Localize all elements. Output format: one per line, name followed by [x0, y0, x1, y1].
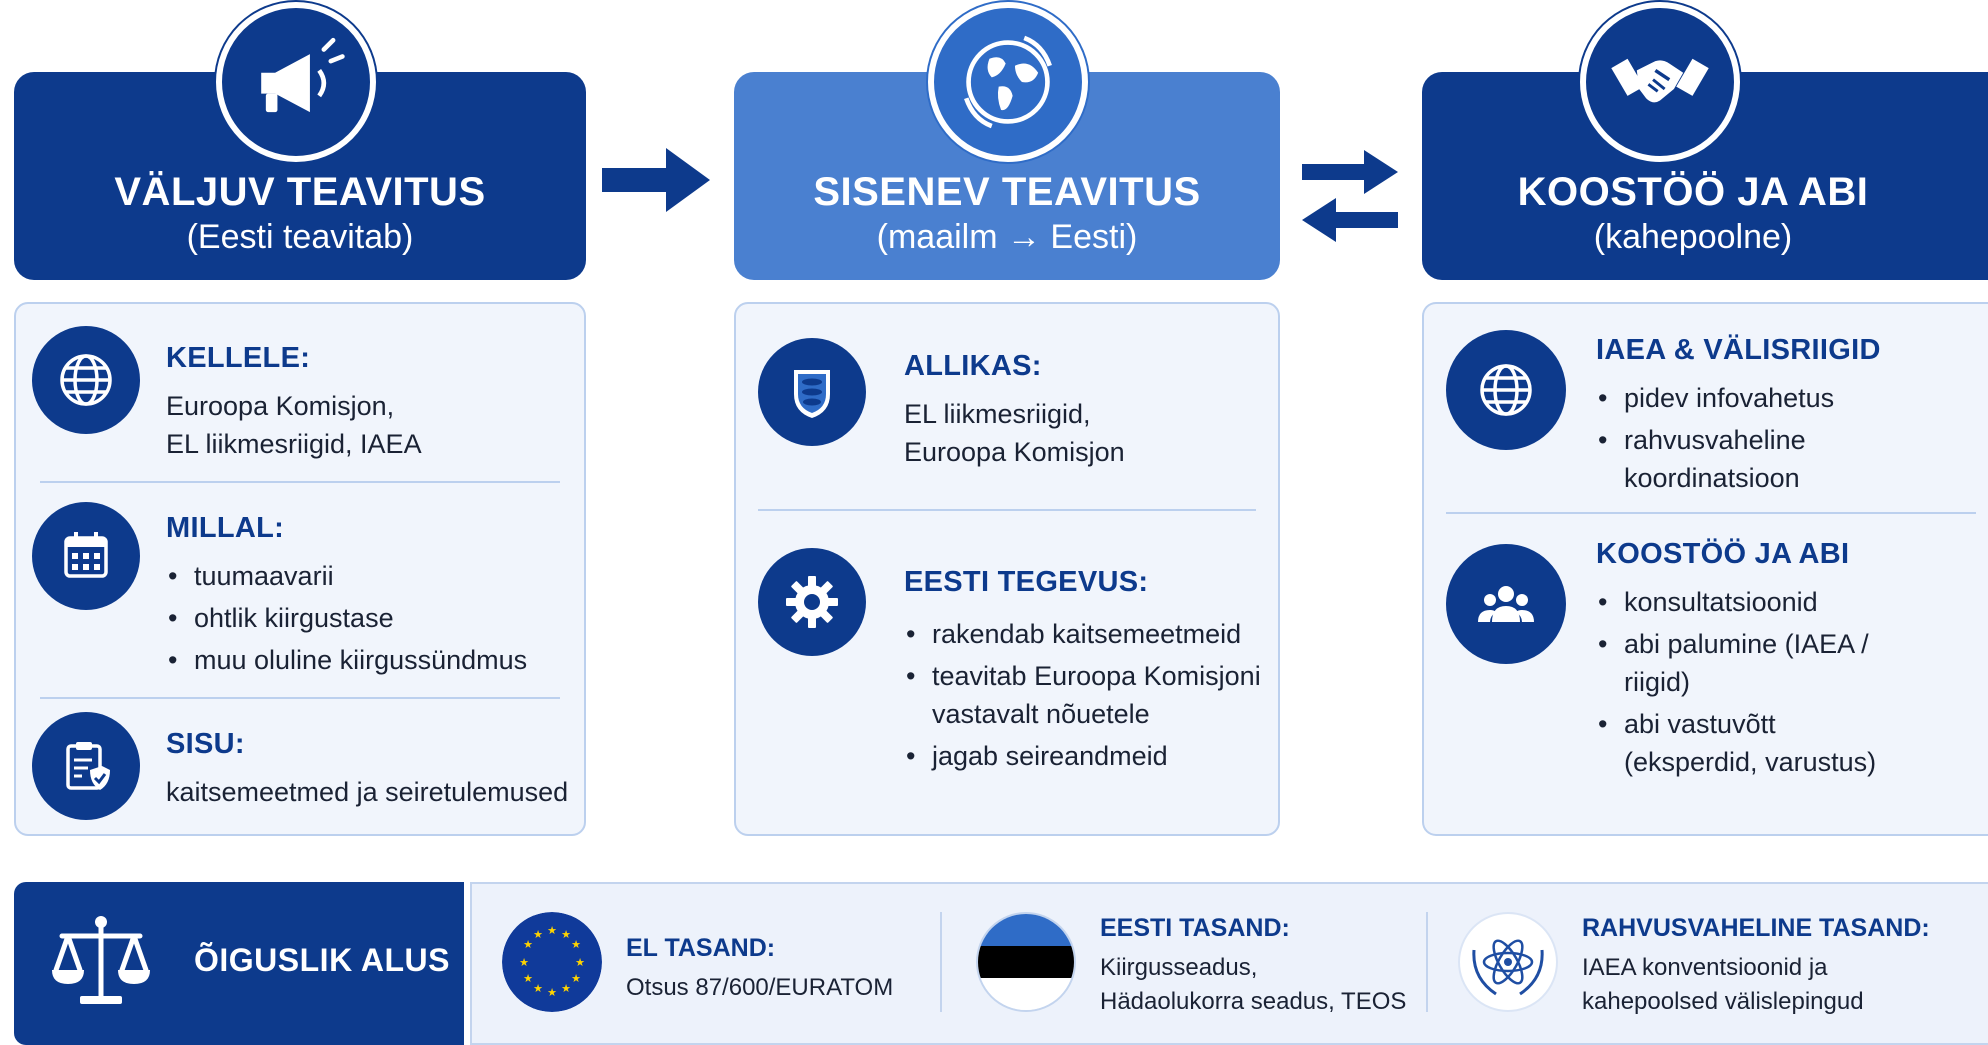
bullet-list: rakendab kaitsemeetmeid teavitab Euroopa…: [904, 615, 1274, 775]
legal-basis-bar: ÕIGUSLIK ALUS ★★★★ ★★★★ ★★★★ EL TASAND: …: [14, 882, 1988, 1045]
divider: [40, 697, 560, 699]
header-subtitle: (maailm → Eesti): [876, 218, 1138, 256]
level-line: Otsus 87/600/EURATOM: [626, 974, 894, 1001]
iaea-emblem-icon: [1458, 912, 1558, 1012]
svg-text:★: ★: [571, 972, 581, 985]
section-allikas: ALLIKAS: EL liikmesriigid, Euroopa Komis…: [904, 350, 1125, 471]
level-eu: EL TASAND: Otsus 87/600/EURATOM: [626, 934, 893, 1005]
gear-icon: [758, 548, 866, 656]
svg-text:★: ★: [571, 938, 581, 951]
section-line: Euroopa Komisjon: [904, 437, 1125, 467]
section-koostoo: KOOSTÖÖ JA ABI konsultatsioonid abi palu…: [1596, 538, 1896, 785]
divider: [40, 481, 560, 483]
divider: [1446, 512, 1976, 514]
list-item: jagab seireandmeid: [904, 737, 1274, 775]
right-arrow-icon: [602, 148, 710, 212]
section-line: EL liikmesriigid,: [904, 399, 1091, 429]
section-millal: MILLAL: tuumaavarii ohtlik kiirgustase m…: [166, 512, 527, 683]
level-title: EL TASAND:: [626, 934, 776, 962]
level-title: RAHVUSVAHELINE TASAND:: [1582, 914, 1930, 942]
section-tegevus: EESTI TEGEVUS: rakendab kaitsemeetmeid t…: [904, 566, 1274, 779]
level-line: Hädaolukorra seadus, TEOS: [1100, 988, 1407, 1015]
people-icon: [1446, 544, 1566, 664]
level-estonia: EESTI TASAND: Kiirgusseadus, Hädaolukorr…: [1100, 914, 1406, 1019]
list-item: konsultatsioonid: [1596, 583, 1896, 621]
svg-text:★: ★: [561, 982, 571, 995]
section-title: EESTI TEGEVUS:: [904, 566, 1149, 598]
level-international: RAHVUSVAHELINE TASAND: IAEA konventsioon…: [1582, 914, 1930, 1019]
globe-icon: [928, 2, 1088, 162]
list-item: muu oluline kiirgussündmus: [166, 641, 527, 679]
bullet-list: konsultatsioonid abi palumine (IAEA / ri…: [1596, 583, 1896, 781]
section-line: Euroopa Komisjon,: [166, 391, 395, 421]
list-item: rahvusvaheline koordinatsioon: [1596, 421, 1926, 497]
section-sisu: SISU: kaitsemeetmed ja seiretulemused: [166, 728, 568, 811]
legal-basis-label-box: ÕIGUSLIK ALUS: [14, 882, 464, 1045]
svg-text:★: ★: [523, 972, 533, 985]
list-item: teavitab Euroopa Komisjoni vastavalt nõu…: [904, 657, 1274, 733]
svg-text:★: ★: [519, 956, 529, 969]
section-title: MILLAL:: [166, 512, 285, 544]
section-title: IAEA & VÄLISRIIGID: [1596, 334, 1881, 366]
svg-text:★: ★: [547, 986, 557, 999]
bullet-list: tuumaavarii ohtlik kiirgustase muu oluli…: [166, 557, 527, 679]
clipboard-shield-icon: [32, 712, 140, 820]
calendar-icon: [32, 502, 140, 610]
eu-flag-icon: ★★★★ ★★★★ ★★★★: [502, 912, 602, 1012]
header-cooperation: KOOSTÖÖ JA ABI (kahepoolne): [1422, 72, 1988, 280]
header-subtitle: (Eesti teavitab): [186, 218, 414, 256]
section-iaea: IAEA & VÄLISRIIGID pidev infovahetus rah…: [1596, 334, 1926, 497]
svg-text:★: ★: [533, 982, 543, 995]
svg-text:★: ★: [547, 924, 557, 937]
bullet-list: pidev infovahetus rahvusvaheline koordin…: [1596, 379, 1926, 497]
divider: [758, 509, 1256, 511]
section-title: KELLELE:: [166, 342, 311, 374]
section-title: SISU:: [166, 728, 245, 760]
list-item: abi vastuvõtt (eksperdid, varustus): [1596, 705, 1896, 781]
estonian-coat-of-arms-icon: [758, 338, 866, 446]
bidirectional-arrow-icon: [1302, 150, 1398, 242]
handshake-icon: [1580, 2, 1740, 162]
header-subtitle: (kahepoolne): [1593, 218, 1793, 256]
divider: [940, 912, 942, 1012]
section-kellele: KELLELE: Euroopa Komisjon, EL liikmesrii…: [166, 342, 422, 463]
megaphone-icon: [216, 2, 376, 162]
level-line: IAEA konventsioonid ja: [1582, 954, 1828, 981]
list-item: ohtlik kiirgustase: [166, 599, 527, 637]
header-title: KOOSTÖÖ JA ABI: [1517, 170, 1869, 214]
globe-icon: [1446, 330, 1566, 450]
level-title: EESTI TASAND:: [1100, 914, 1290, 942]
globe-icon: [32, 326, 140, 434]
svg-text:★: ★: [575, 956, 585, 969]
scales-icon: [52, 916, 150, 1004]
list-item: rakendab kaitsemeetmeid: [904, 615, 1274, 653]
svg-text:★: ★: [533, 928, 543, 941]
list-item: abi palumine (IAEA / riigid): [1596, 625, 1896, 701]
section-line: EL liikmesriigid, IAEA: [166, 429, 422, 459]
estonia-flag-icon: [976, 912, 1076, 1012]
section-title: KOOSTÖÖ JA ABI: [1596, 538, 1850, 570]
list-item: tuumaavarii: [166, 557, 527, 595]
header-title: VÄLJUV TEAVITUS: [114, 170, 486, 214]
section-title: ALLIKAS:: [904, 350, 1042, 382]
svg-text:★: ★: [523, 938, 533, 951]
legal-levels: [470, 882, 1988, 1045]
level-line: Kiirgusseadus,: [1100, 954, 1258, 981]
svg-text:★: ★: [561, 928, 571, 941]
list-item: pidev infovahetus: [1596, 379, 1926, 417]
divider: [1426, 912, 1428, 1012]
header-title: SISENEV TEAVITUS: [813, 170, 1201, 214]
legal-basis-title: ÕIGUSLIK ALUS: [194, 942, 450, 978]
section-text: kaitsemeetmed ja seiretulemused: [166, 777, 569, 807]
level-line: kahepoolsed välislepingud: [1582, 988, 1864, 1015]
